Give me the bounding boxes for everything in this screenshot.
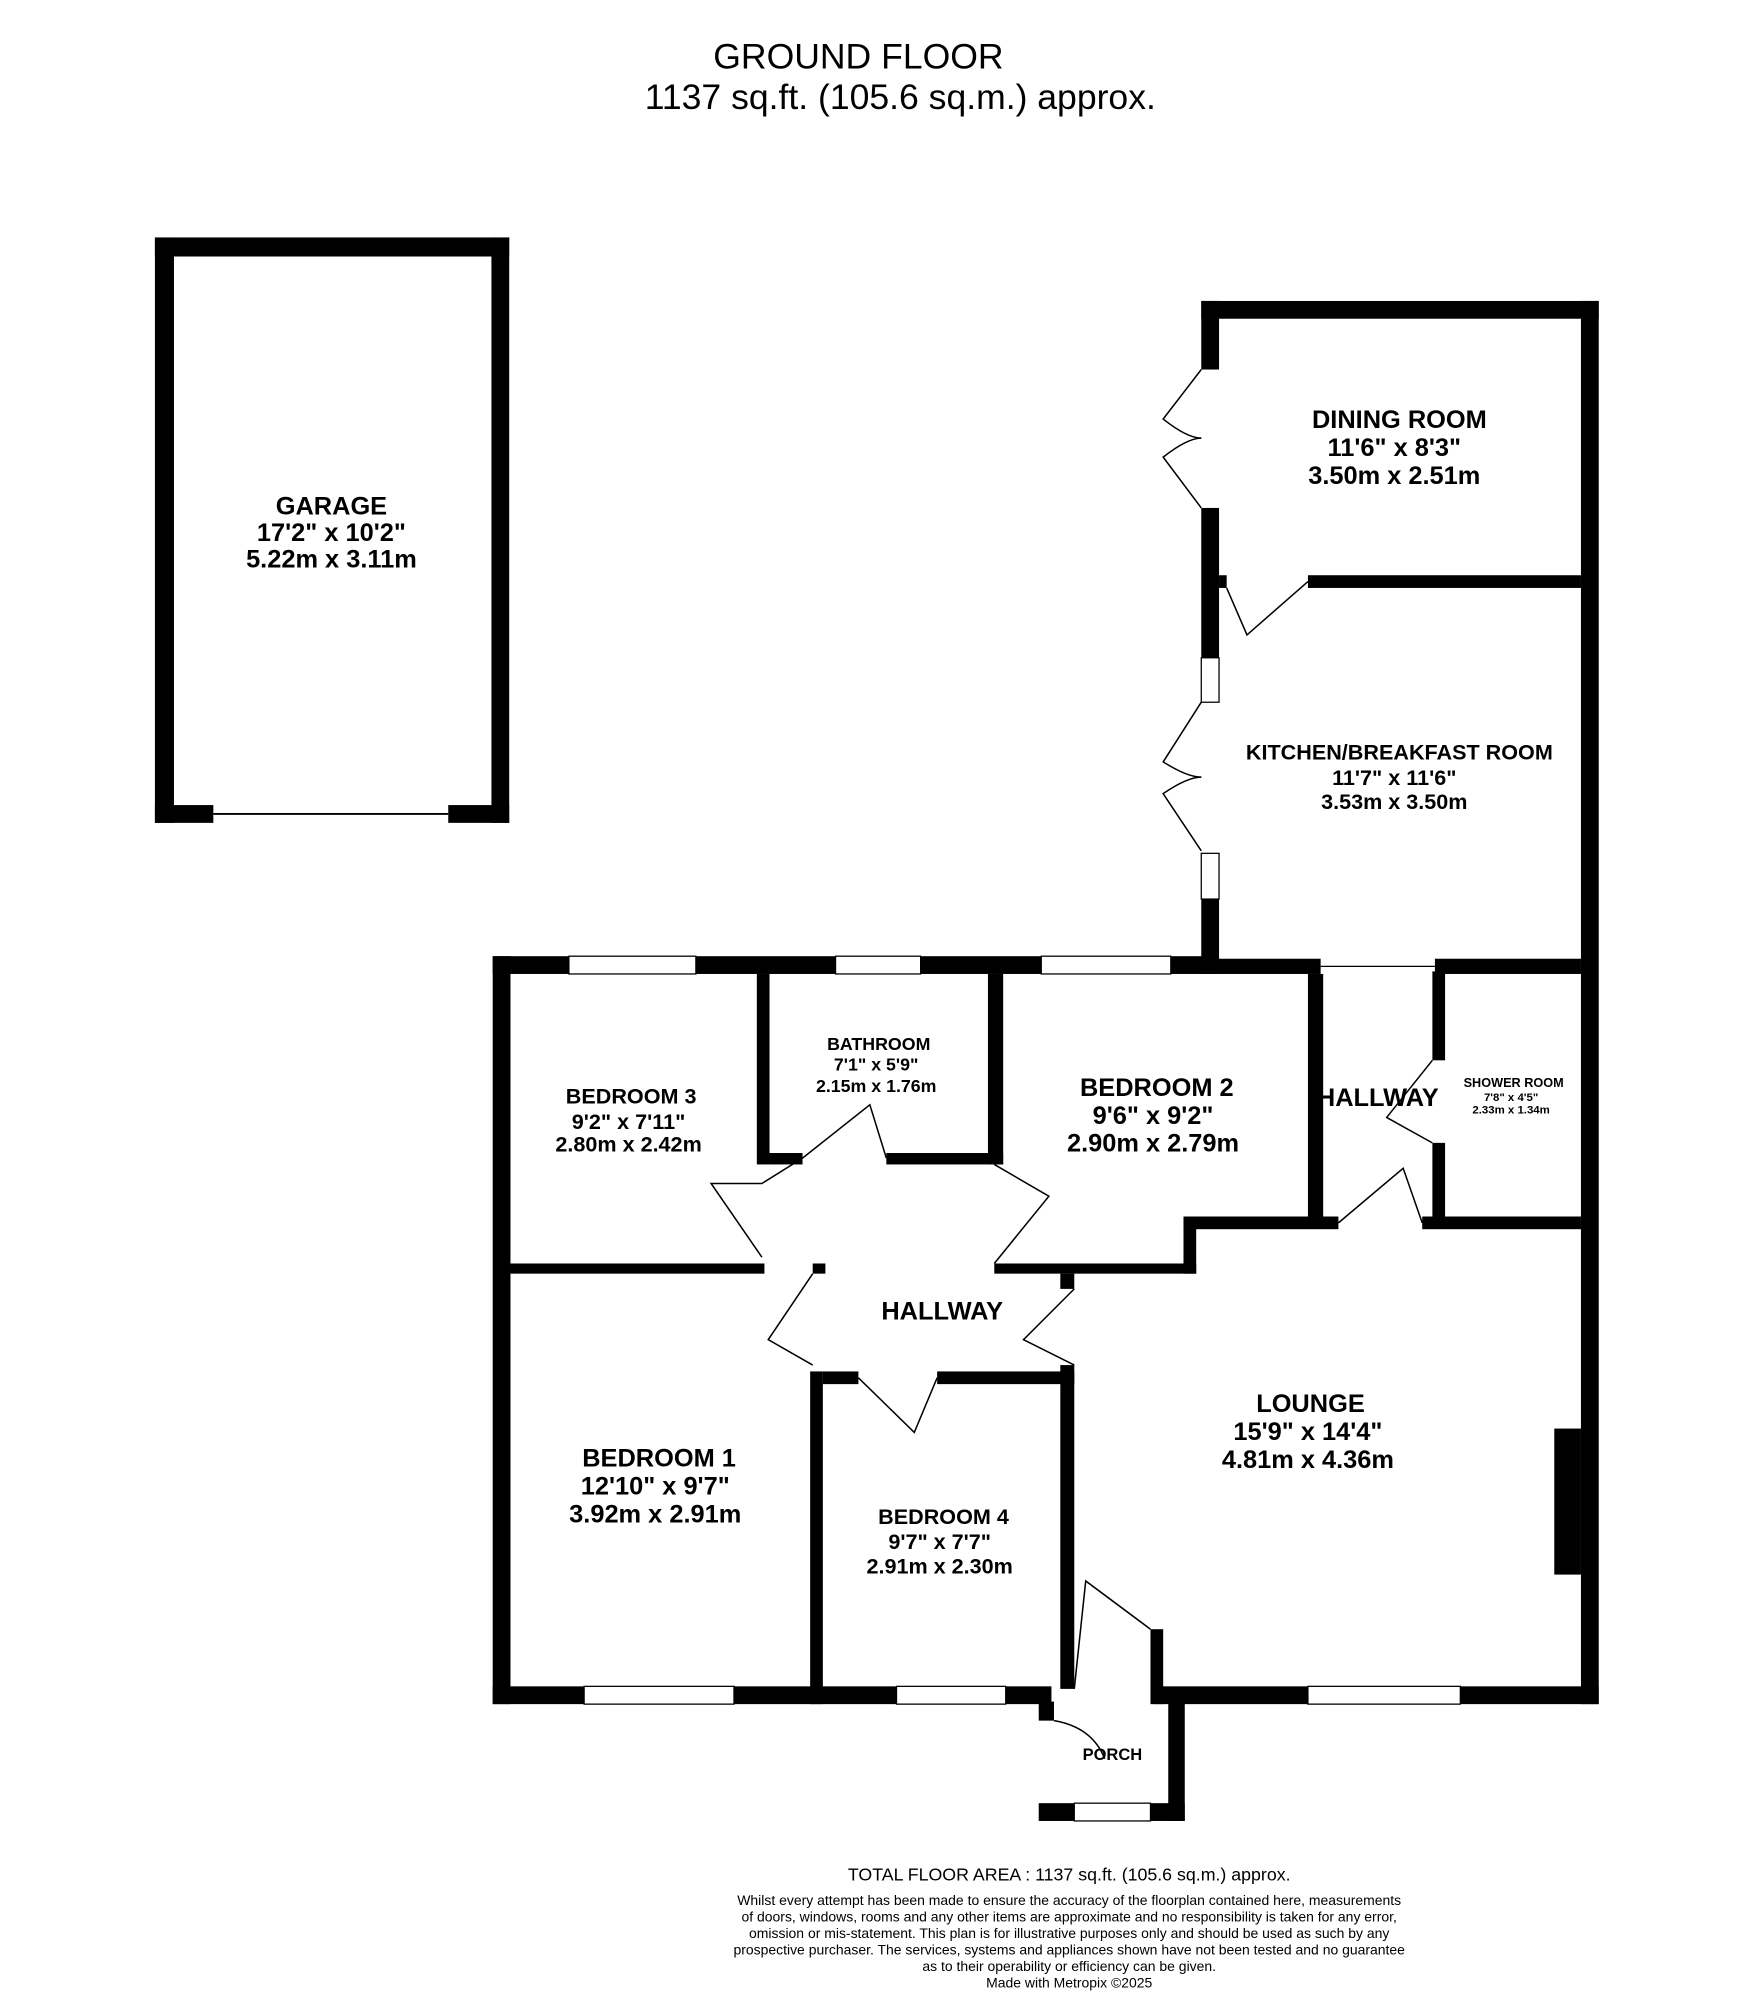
room-imperial: 9'6" x 9'2" <box>1093 1102 1214 1130</box>
house-walls <box>492 300 1599 1822</box>
disclaimer-line: Whilst every attempt has been made to en… <box>737 1892 1401 1908</box>
room-name: BEDROOM 2 <box>1080 1074 1234 1102</box>
doors <box>709 369 1433 1760</box>
room-imperial: 15'9" x 14'4" <box>1233 1418 1382 1446</box>
room-imperial: 9'7" x 7'7" <box>888 1529 991 1554</box>
room-bedroom2: BEDROOM 2 9'6" x 9'2" 2.90m x 2.79m <box>1067 1074 1239 1158</box>
room-imperial: 7'8" x 4'5" <box>1484 1092 1538 1104</box>
room-metric: 2.15m x 1.76m <box>816 1076 937 1096</box>
room-name: BEDROOM 3 <box>566 1083 697 1108</box>
room-metric: 2.90m x 2.79m <box>1067 1130 1239 1158</box>
room-name: BEDROOM 4 <box>878 1504 1009 1529</box>
disclaimer-line: prospective purchaser. The services, sys… <box>733 1941 1405 1957</box>
room-name: BEDROOM 1 <box>582 1445 736 1473</box>
floor-title: GROUND FLOOR <box>713 37 1003 77</box>
room-name: BATHROOM <box>827 1034 930 1054</box>
room-bedroom1: BEDROOM 1 12'10" x 9'7" 3.92m x 2.91m <box>569 1445 741 1529</box>
room-metric: 4.81m x 4.36m <box>1222 1446 1394 1474</box>
room-kitchen: KITCHEN/BREAKFAST ROOM 11'7" x 11'6" 3.5… <box>1246 739 1553 814</box>
room-lounge: LOUNGE 15'9" x 14'4" 4.81m x 4.36m <box>1222 1390 1394 1474</box>
room-metric: 3.53m x 3.50m <box>1321 789 1467 814</box>
disclaimer-line: of doors, windows, rooms and any other i… <box>742 1908 1397 1924</box>
disclaimer-line: omission or mis-statement. This plan is … <box>749 1925 1389 1941</box>
room-metric: 3.50m x 2.51m <box>1308 462 1480 490</box>
room-imperial: 11'7" x 11'6" <box>1332 765 1456 790</box>
room-name: DINING ROOM <box>1312 406 1487 434</box>
room-imperial: 7'1" x 5'9" <box>834 1054 919 1074</box>
room-imperial: 17'2" x 10'2" <box>257 519 406 547</box>
disclaimer-line: as to their operability or efficiency ca… <box>922 1958 1216 1974</box>
room-bedroom4: BEDROOM 4 9'7" x 7'7" 2.91m x 2.30m <box>867 1504 1013 1579</box>
room-name: KITCHEN/BREAKFAST ROOM <box>1246 739 1553 764</box>
garage-walls <box>154 237 510 823</box>
room-metric: 3.92m x 2.91m <box>569 1501 741 1529</box>
total-floor-area: TOTAL FLOOR AREA : 1137 sq.ft. (105.6 sq… <box>848 1865 1291 1885</box>
credit: Made with Metropix ©2025 <box>986 1974 1152 1990</box>
room-imperial: 12'10" x 9'7" <box>581 1473 730 1501</box>
floor-area: 1137 sq.ft. (105.6 sq.m.) approx. <box>645 77 1156 117</box>
room-metric: 5.22m x 3.11m <box>246 546 417 574</box>
room-bathroom: BATHROOM 7'1" x 5'9" 2.15m x 1.76m <box>816 1034 937 1096</box>
room-porch: PORCH <box>1083 1746 1143 1764</box>
room-bedroom3: BEDROOM 3 9'2" x 7'11" 2.80m x 2.42m <box>555 1083 701 1156</box>
room-metric: 2.80m x 2.42m <box>555 1132 701 1157</box>
room-name: LOUNGE <box>1256 1390 1365 1418</box>
room-metric: 2.33m x 1.34m <box>1472 1105 1549 1117</box>
room-garage: GARAGE 17'2" x 10'2" 5.22m x 3.11m <box>246 492 417 573</box>
room-hallway: HALLWAY <box>881 1297 1003 1325</box>
room-shower: SHOWER ROOM 7'8" x 4'5" 2.33m x 1.34m <box>1464 1076 1564 1117</box>
room-imperial: 11'6" x 8'3" <box>1328 434 1462 462</box>
room-dining: DINING ROOM 11'6" x 8'3" 3.50m x 2.51m <box>1308 406 1487 490</box>
room-metric: 2.91m x 2.30m <box>867 1553 1013 1578</box>
room-imperial: 9'2" x 7'11" <box>572 1109 686 1134</box>
room-name: GARAGE <box>276 492 387 520</box>
room-name: SHOWER ROOM <box>1464 1076 1564 1090</box>
room-hallway-upper: HALLWAY <box>1317 1084 1439 1112</box>
